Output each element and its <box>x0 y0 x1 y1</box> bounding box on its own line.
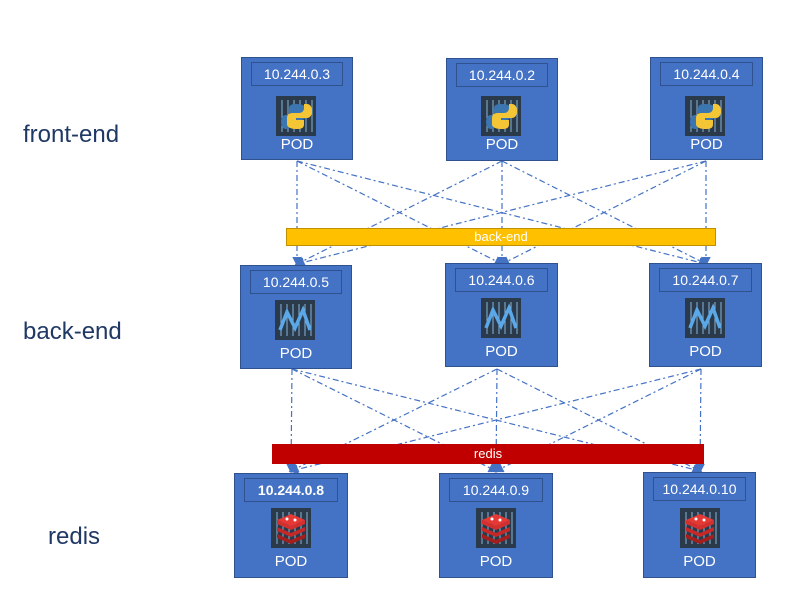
pod-ip: 10.244.0.2 <box>456 63 548 87</box>
redis-pod-1[interactable]: 10.244.0.8 POD <box>234 473 348 578</box>
pod-label: POD <box>689 343 722 360</box>
python-container-icon <box>685 96 725 136</box>
redis-pod-3[interactable]: 10.244.0.10 POD <box>643 472 756 578</box>
row-label-backend: back-end <box>23 318 122 345</box>
frontend-to-backend-connector <box>499 160 707 266</box>
pod-label: POD <box>280 136 314 153</box>
pod-ip: 10.244.0.7 <box>659 268 752 292</box>
frontend-pod-3[interactable]: 10.244.0.4 POD <box>650 57 763 160</box>
pod-ip: 10.244.0.5 <box>250 270 342 294</box>
redis-container-icon <box>680 508 720 548</box>
app-container-icon <box>275 300 315 340</box>
pod-ip: 10.244.0.9 <box>449 478 543 502</box>
frontend-to-backend-connector <box>294 160 503 266</box>
pod-label: POD <box>485 343 518 360</box>
app-container-icon <box>481 298 521 338</box>
backend-pod-2[interactable]: 10.244.0.6 POD <box>445 263 558 367</box>
backend-service-bar: back-end <box>286 228 716 246</box>
pod-ip: 10.244.0.8 <box>244 478 338 502</box>
pod-label: POD <box>690 136 723 153</box>
pod-ip: 10.244.0.4 <box>660 62 753 86</box>
backend-pod-1[interactable]: 10.244.0.5 POD <box>240 265 352 369</box>
backend-pod-3[interactable]: 10.244.0.7 POD <box>649 263 762 367</box>
pod-label: POD <box>479 553 513 570</box>
app-container-icon <box>685 298 725 338</box>
frontend-pod-1[interactable]: 10.244.0.3 POD <box>241 57 353 160</box>
pod-label: POD <box>683 553 716 570</box>
backend-service-label: back-end <box>474 229 528 244</box>
python-container-icon <box>276 96 316 136</box>
python-container-icon <box>481 96 521 136</box>
redis-service-bar: redis <box>272 444 704 464</box>
redis-pod-2[interactable]: 10.244.0.9 POD <box>439 473 553 578</box>
pod-label: POD <box>485 136 519 153</box>
pod-label: POD <box>279 345 313 362</box>
backend-to-redis-connector <box>493 368 702 473</box>
pod-ip: 10.244.0.10 <box>653 477 746 501</box>
frontend-pod-2[interactable]: 10.244.0.2 POD <box>446 58 558 161</box>
row-label-redis: redis <box>48 523 101 550</box>
redis-container-icon <box>271 508 311 548</box>
redis-container-icon <box>476 508 516 548</box>
pod-ip: 10.244.0.3 <box>251 62 343 86</box>
pod-label: POD <box>274 553 308 570</box>
pod-ip: 10.244.0.6 <box>455 268 548 292</box>
frontend-to-backend-connector <box>294 160 707 267</box>
redis-service-label: redis <box>473 446 503 461</box>
row-label-frontend: front-end <box>23 121 120 148</box>
